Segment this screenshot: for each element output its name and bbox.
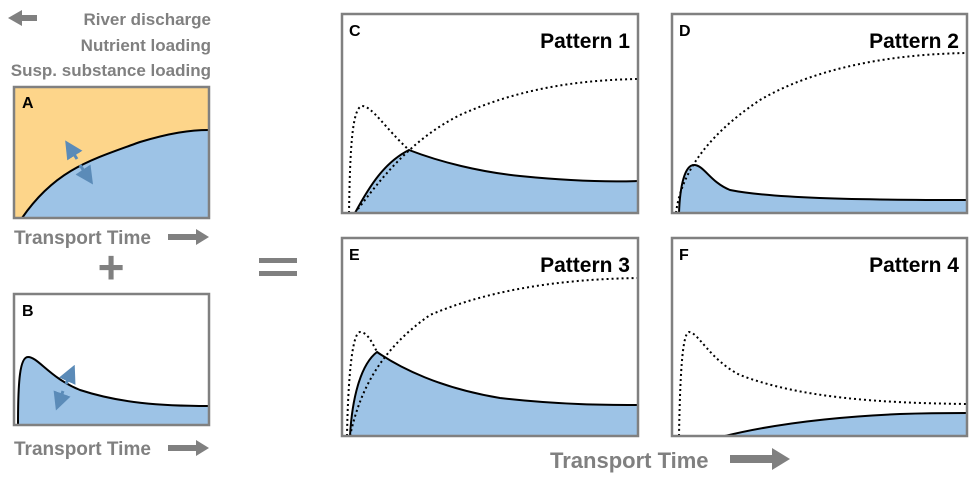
panel-b-letter: B bbox=[22, 303, 34, 320]
panel-a-double-arrow-icon bbox=[65, 140, 83, 161]
transport-time-label-b: Transport Time bbox=[14, 439, 151, 460]
panel-f-title: Pattern 4 bbox=[869, 254, 959, 277]
panel-d-blue-area bbox=[679, 165, 967, 213]
panel-f-blue-area bbox=[725, 413, 967, 436]
panel-c-solid-curve bbox=[354, 148, 639, 214]
panel-e-dotted-curve-a bbox=[346, 330, 378, 437]
panel-d-solid-curve bbox=[678, 163, 968, 214]
panel-e-blue-area bbox=[350, 352, 638, 436]
panel-a: A bbox=[12, 85, 211, 220]
panel-d-dotted-curve bbox=[675, 52, 968, 214]
legend-nutrient-loading: Nutrient loading bbox=[81, 36, 211, 55]
panel-c-blue-area bbox=[355, 150, 638, 213]
legend: River discharge Nutrient loading Susp. s… bbox=[8, 10, 211, 80]
panel-a-letter: A bbox=[22, 95, 34, 112]
equals-sign bbox=[259, 258, 297, 276]
panel-b-double-arrow-icon bbox=[59, 364, 76, 385]
panel-c: C Pattern 1 bbox=[340, 12, 640, 215]
panel-e-letter: E bbox=[349, 247, 360, 264]
panel-e: E Pattern 3 bbox=[340, 236, 640, 438]
panel-b: B bbox=[12, 292, 211, 427]
panel-a-curve bbox=[21, 129, 210, 219]
panel-d-letter: D bbox=[679, 23, 691, 40]
panel-e-solid-curve bbox=[349, 350, 639, 437]
panel-e-dotted-curve-b bbox=[349, 277, 639, 437]
panel-c-dotted-curve-b bbox=[354, 78, 639, 214]
panel-f-solid-curve bbox=[724, 412, 968, 437]
panel-c-letter: C bbox=[349, 23, 361, 40]
right-arrow-icon bbox=[730, 448, 790, 470]
panel-b-curve bbox=[17, 355, 210, 426]
plus-sign: + bbox=[98, 241, 125, 293]
panel-f: F Pattern 4 bbox=[670, 236, 969, 438]
panel-c-dotted-curve-a bbox=[348, 104, 410, 214]
right-arrow-icon bbox=[168, 229, 209, 245]
left-arrow-icon bbox=[8, 10, 37, 26]
transport-time-b: Transport Time bbox=[14, 439, 209, 460]
right-arrow-icon bbox=[168, 440, 209, 456]
panel-d-title: Pattern 2 bbox=[869, 30, 959, 53]
transport-time-a: Transport Time bbox=[14, 228, 209, 249]
panel-a-blue-area bbox=[22, 130, 209, 218]
legend-river-discharge: River discharge bbox=[83, 10, 211, 29]
panel-e-title: Pattern 3 bbox=[540, 254, 630, 277]
transport-time-label-main: Transport Time bbox=[550, 448, 709, 473]
panel-c-title: Pattern 1 bbox=[540, 30, 630, 53]
legend-susp-substance-loading: Susp. substance loading bbox=[11, 61, 211, 80]
transport-time-main: Transport Time bbox=[550, 448, 790, 473]
panel-d: D Pattern 2 bbox=[670, 12, 969, 215]
transport-time-label-a: Transport Time bbox=[14, 228, 151, 249]
panel-f-letter: F bbox=[679, 247, 689, 264]
